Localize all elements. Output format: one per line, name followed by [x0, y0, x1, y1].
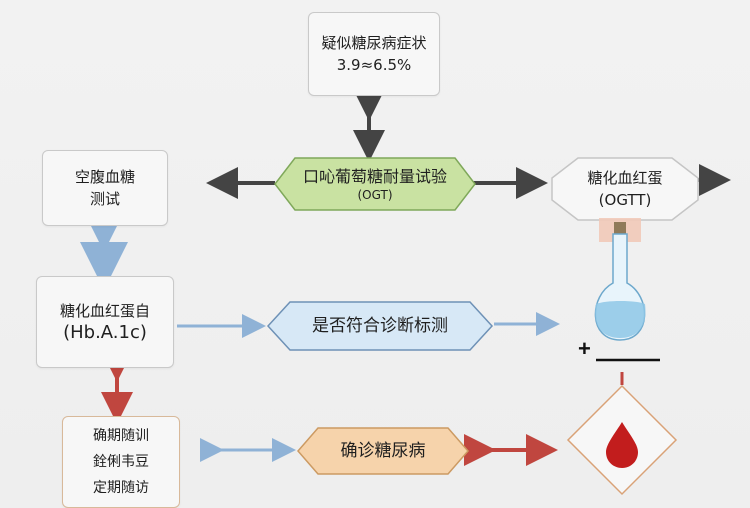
criteria-node: 是否符合诊断标测 — [268, 302, 492, 350]
plus-sign: + — [578, 336, 591, 361]
ogtt-abbr: (OGT) — [357, 188, 393, 202]
hba1c-right-node: 糖化血红蛋 (OGTT) — [552, 160, 698, 218]
criteria-hexagon — [266, 301, 494, 351]
hba1c-right-title: 糖化血红蛋 — [587, 169, 663, 187]
flask-icon — [594, 218, 646, 341]
followup-line1: 确期随训 — [93, 428, 149, 444]
blood-drop-icon — [606, 422, 638, 468]
hba1c-left-abbr: (Hb.A.1c) — [63, 322, 147, 343]
diagnosis-node: 确诊糖尿病 — [298, 428, 468, 474]
hba1c-left-title: 糖化血红蛋自 — [59, 302, 150, 320]
suspected-symptoms-range: 3.9≈6.5% — [336, 56, 412, 74]
fasting-glucose-box: 空腹血糖 测试 — [42, 150, 168, 226]
fasting-glucose-line2: 测试 — [89, 190, 120, 208]
criteria-label: 是否符合诊断标测 — [312, 316, 448, 336]
followup-box: 确期随训 銓俐韦豆 定期随访 — [62, 416, 180, 508]
suspected-symptoms-title: 疑似糖尿病症状 — [321, 34, 427, 52]
suspected-symptoms-box: 疑似糖尿病症状 3.9≈6.5% — [308, 12, 440, 96]
ogtt-title: 口吣葡萄糖耐量试验 — [302, 167, 447, 186]
ogtt-node: 口吣葡萄糖耐量试验 (OGT) — [275, 158, 475, 210]
ogtt-hexagon — [274, 157, 476, 211]
hba1c-left-box: 糖化血红蛋自 (Hb.A.1c) — [36, 276, 174, 368]
diagnosis-label: 确诊糖尿病 — [340, 441, 426, 461]
fasting-glucose-line1: 空腹血糖 — [74, 168, 135, 186]
diagnosis-hexagon — [297, 427, 469, 475]
hba1c-right-abbr: (OGTT) — [598, 191, 652, 209]
followup-line3: 定期随访 — [93, 480, 149, 496]
followup-line2: 銓俐韦豆 — [93, 454, 149, 470]
hba1c-right-hexagon — [551, 157, 699, 221]
